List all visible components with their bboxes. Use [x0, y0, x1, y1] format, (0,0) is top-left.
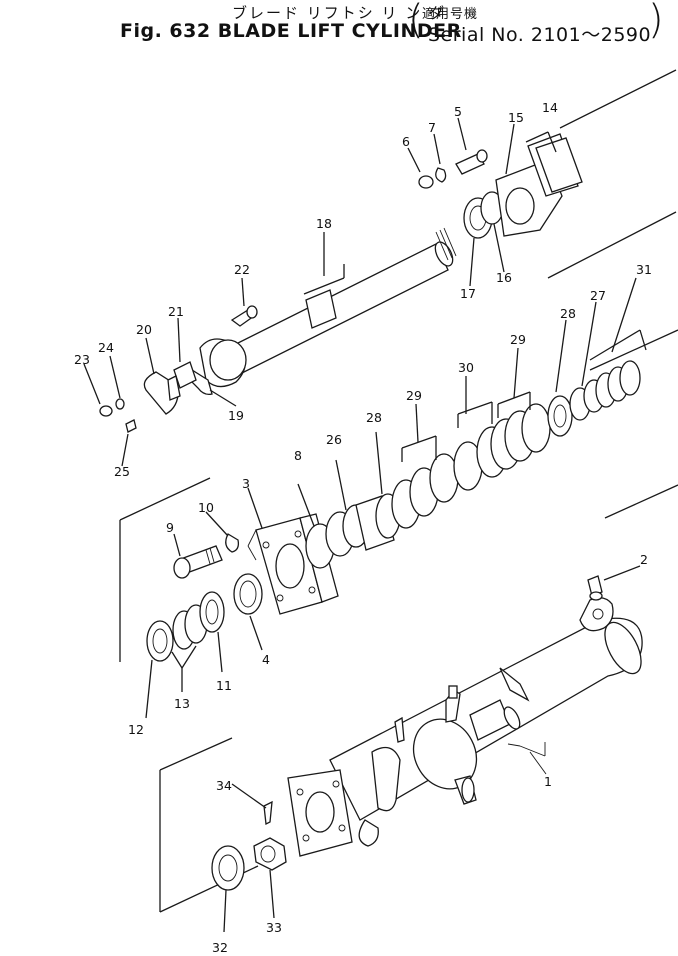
callout-28a: 28: [366, 410, 382, 425]
bushing-ring: [233, 573, 263, 651]
callout-32: 32: [212, 940, 228, 955]
callout-27: 27: [590, 288, 606, 303]
callout-19: 19: [228, 408, 244, 423]
callout-28b: 28: [560, 306, 576, 321]
piston-assembly: [297, 277, 647, 569]
callout-2: 2: [640, 552, 648, 567]
serial-open-paren: (: [408, 0, 424, 43]
head-washer: [225, 533, 240, 553]
callout-24: 24: [98, 340, 114, 355]
callout-12: 12: [128, 722, 144, 737]
callout-17: 17: [460, 286, 476, 301]
callout-30: 30: [458, 360, 474, 375]
head-bolt: [173, 545, 223, 579]
leader-lines: [83, 117, 515, 933]
callout-14: 14: [542, 100, 558, 115]
callout-10: 10: [198, 500, 214, 515]
callout-7: 7: [428, 120, 436, 135]
cylinder-tube-assembly: [287, 597, 643, 857]
gland-parts: [418, 131, 583, 239]
callout-31: 31: [636, 262, 652, 277]
figure-title: Fig. 632 BLADE LIFT CYLINDER: [120, 20, 462, 42]
group-boundary-lines: [119, 69, 678, 913]
callout-33: 33: [266, 920, 282, 935]
callout-29b: 29: [510, 332, 526, 347]
callout-13: 13: [174, 696, 190, 711]
callout-23: 23: [74, 352, 90, 367]
rod-nut-parts: [211, 800, 287, 891]
callout-15: 15: [508, 110, 524, 125]
callout-26: 26: [326, 432, 342, 447]
callout-5: 5: [454, 104, 462, 119]
callout-4: 4: [262, 652, 270, 667]
japanese-title: ブレード リフトシ リ ン ダ: [232, 4, 447, 22]
rod-end-parts: [99, 305, 258, 433]
callout-8: 8: [294, 448, 302, 463]
callout-18: 18: [316, 216, 332, 231]
serial-close-paren: ): [648, 0, 664, 43]
callout-20: 20: [136, 322, 152, 337]
callout-29a: 29: [406, 388, 422, 403]
callout-16: 16: [496, 270, 512, 285]
piston-rod: [199, 227, 457, 388]
callout-9: 9: [166, 520, 174, 535]
callout-1: 1: [544, 774, 552, 789]
callout-25: 25: [114, 464, 130, 479]
rod-seal-stack: [146, 591, 225, 692]
callout-3: 3: [242, 476, 250, 491]
callout-labels: 1 2 3 4 5 6 7 8 9 10 11 12 13 14 15 16 1…: [74, 100, 652, 955]
grease-fitting: [587, 565, 641, 601]
callout-6: 6: [402, 134, 410, 149]
japanese-applicable-label: 適用号機: [422, 7, 479, 22]
callout-11: 11: [216, 678, 232, 693]
callout-22: 22: [234, 262, 250, 277]
serial-range: Serial No. 2101～2590: [428, 24, 652, 46]
callout-34: 34: [216, 778, 232, 793]
callout-21: 21: [168, 304, 184, 319]
